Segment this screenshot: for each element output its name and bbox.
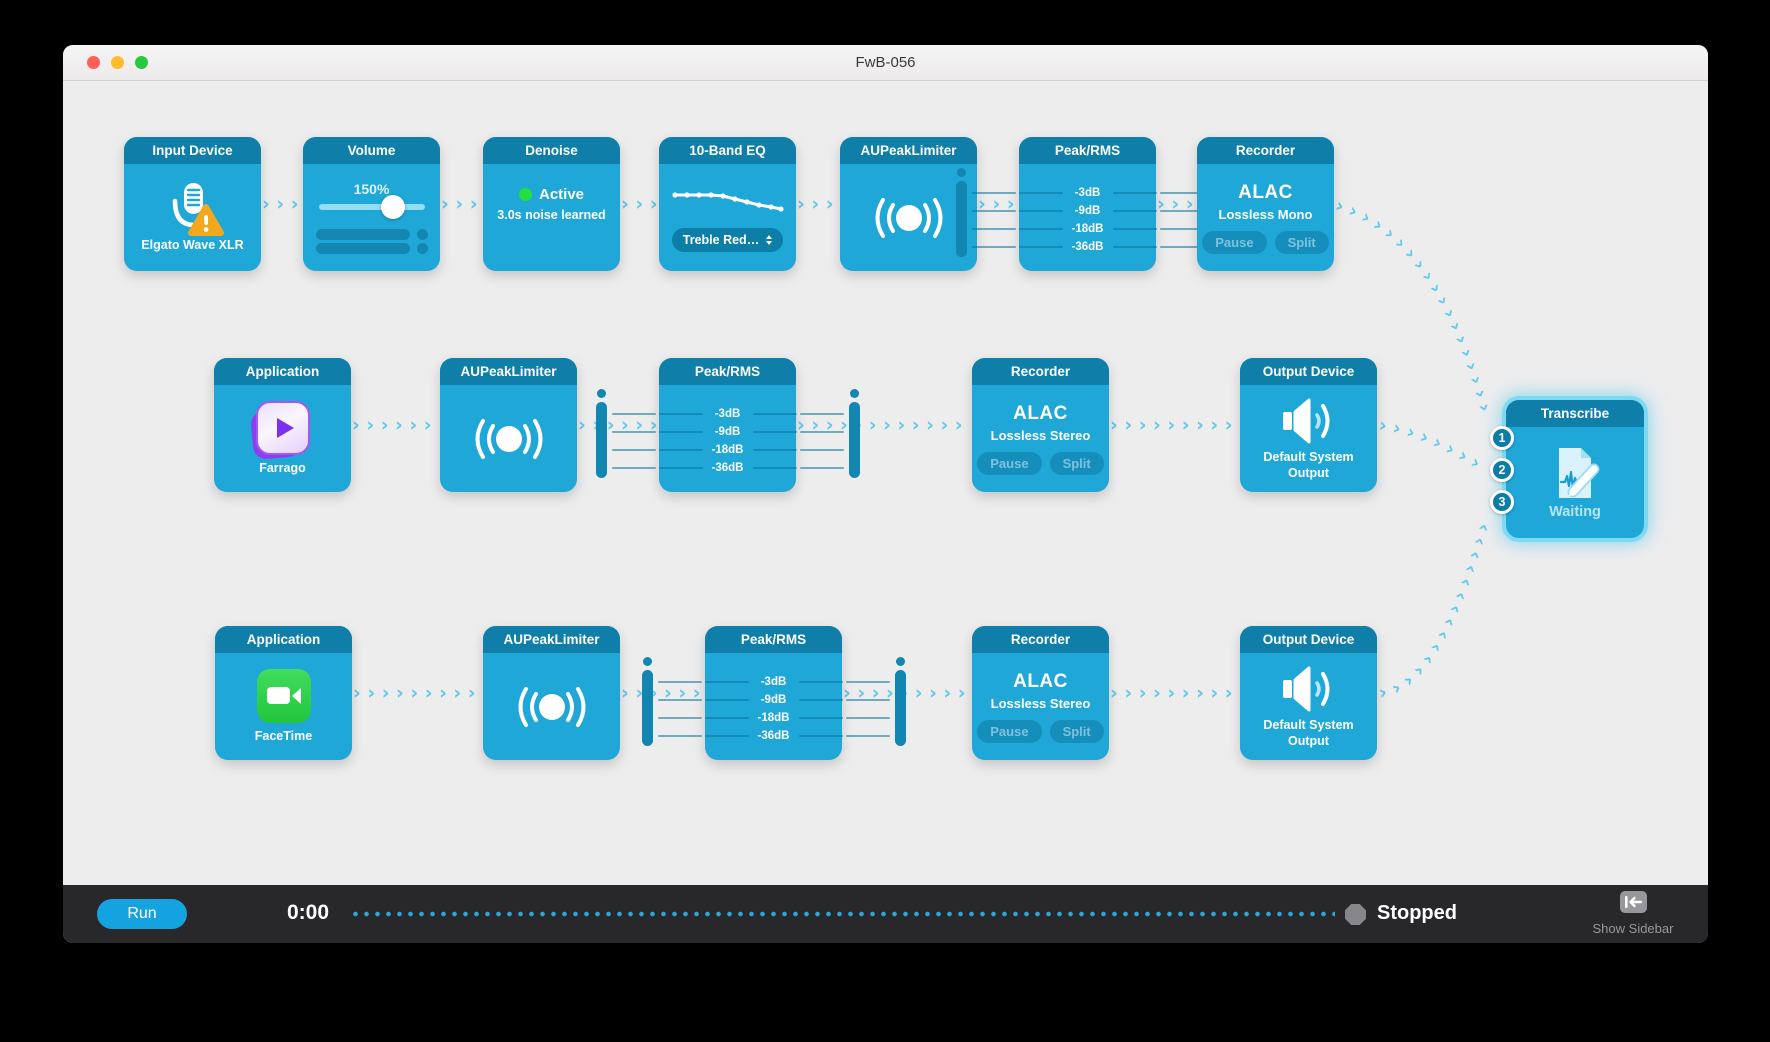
volume-meter-left [315,229,428,240]
denoise-detail: 3.0s noise learned [497,208,606,222]
show-sidebar-label: Show Sidebar [1592,921,1674,936]
node-header: Output Device [1240,626,1377,653]
limiter-icon [518,686,585,727]
title-bar: FwB-056 [63,45,1708,81]
level-meters: -3dB -9dB -18dB -36dB [955,164,1220,257]
pause-button[interactable]: Pause [1202,230,1267,254]
eq-preset-dropdown[interactable]: Treble Red… [671,228,784,252]
node-header: AUPeakLimiter [440,358,577,385]
node-peak-rms-2[interactable]: Peak/RMS -3dB -9dB -18dB -36dB [595,358,860,492]
input-device-name: Elgato Wave XLR [141,237,244,252]
node-header: Output Device [1240,358,1377,385]
output-device-name: Default System Output [1263,449,1354,480]
minimize-button[interactable] [111,56,124,69]
node-header: Peak/RMS [1019,137,1156,164]
node-header: Peak/RMS [705,626,842,653]
transport-bar: Run 0:00 Stopped Show Sidebar [63,885,1708,943]
recorder-mode: Lossless Stereo [990,427,1091,443]
active-status-dot [518,188,532,201]
level-meters: -3dB -9dB -18dB -36dB [595,385,860,478]
node-header: AUPeakLimiter [483,626,620,653]
node-volume[interactable]: Volume 150% [303,137,440,271]
node-header: Peak/RMS [659,358,796,385]
denoise-status: Active [538,186,585,203]
node-application-farrago[interactable]: Application Farrago [214,358,351,492]
window-title: FwB-056 [855,54,916,71]
node-header: AUPeakLimiter [840,137,977,164]
node-header: Transcribe [1506,400,1644,427]
application-name: Farrago [259,460,306,475]
node-header: Input Device [124,137,261,164]
run-button[interactable]: Run [97,899,187,929]
speaker-icon [1282,398,1329,444]
farrago-app-icon [249,400,310,460]
chevron-up-down-icon [766,235,773,245]
node-header: Application [215,626,352,653]
node-aupeaklimiter-3[interactable]: AUPeakLimiter [483,626,620,760]
speaker-icon [1282,666,1329,712]
recorder-format: ALAC [1238,181,1293,203]
application-name: FaceTime [254,728,313,743]
transcribe-input-port-1[interactable]: 1 [1490,426,1514,450]
node-header: Recorder [972,358,1109,385]
recorder-mode: Lossless Mono [1218,206,1313,222]
node-header: Denoise [483,137,620,164]
facetime-app-icon [256,668,311,723]
node-recorder-1[interactable]: Recorder ALAC Lossless Mono Pause Split [1197,137,1334,271]
node-header: Recorder [972,626,1109,653]
app-window: FwB-056 ››››››››››››››››››››››››››››››››… [63,45,1708,943]
node-application-facetime[interactable]: Application FaceTime [215,626,352,760]
transcribe-status: Waiting [1549,504,1601,520]
node-output-device-3[interactable]: Output Device Default System Output [1240,626,1377,760]
volume-slider-knob[interactable] [380,195,405,219]
close-button[interactable] [87,56,100,69]
output-device-name: Default System Output [1263,717,1354,748]
recorder-format: ALAC [1013,670,1068,692]
node-10-band-eq[interactable]: 10-Band EQ Treble Red… [659,137,796,271]
node-input-device[interactable]: Input Device Elgato Wave XLR [124,137,261,271]
node-output-device-2[interactable]: Output Device Default System Output [1240,358,1377,492]
sidebar-arrow-icon [1619,891,1647,913]
split-button[interactable]: Split [1049,451,1104,475]
volume-slider[interactable] [318,195,425,219]
status-label: Stopped [1377,902,1457,924]
node-header: Volume [303,137,440,164]
node-denoise[interactable]: Denoise Active 3.0s noise learned [483,137,620,271]
microphone-warning-icon [172,182,224,236]
node-header: Recorder [1197,137,1334,164]
level-meters: -3dB -9dB -18dB -36dB [641,653,906,746]
stopped-status-icon [1345,904,1366,925]
recorder-mode: Lossless Stereo [990,695,1091,711]
eq-preset-label: Treble Red… [682,233,760,247]
eq-curve-icon [671,192,784,212]
pause-button[interactable]: Pause [977,719,1042,743]
session-timeline [350,911,1335,917]
node-aupeaklimiter-2[interactable]: AUPeakLimiter [440,358,577,492]
node-recorder-2[interactable]: Recorder ALAC Lossless Stereo Pause Spli… [972,358,1109,492]
pause-button[interactable]: Pause [977,451,1042,475]
limiter-icon [875,197,942,238]
volume-value: 150% [353,181,390,197]
node-aupeaklimiter-1[interactable]: AUPeakLimiter [840,137,977,271]
transcribe-input-port-2[interactable]: 2 [1490,458,1514,482]
split-button[interactable]: Split [1049,719,1104,743]
zoom-button[interactable] [135,56,148,69]
volume-meter-right [315,243,428,254]
show-sidebar-control[interactable]: Show Sidebar [1583,891,1683,936]
split-button[interactable]: Split [1274,230,1329,254]
node-header: 10-Band EQ [659,137,796,164]
transcribe-input-port-3[interactable]: 3 [1490,490,1514,514]
node-header: Application [214,358,351,385]
recorder-format: ALAC [1013,402,1068,424]
node-peak-rms-1[interactable]: Peak/RMS -3dB -9dB -18dB -36dB [955,137,1220,271]
session-timer: 0:00 [286,901,330,924]
limiter-icon [475,418,542,459]
node-recorder-3[interactable]: Recorder ALAC Lossless Stereo Pause Spli… [972,626,1109,760]
transcribe-icon [1559,448,1600,498]
node-peak-rms-3[interactable]: Peak/RMS -3dB -9dB -18dB -36dB [641,626,906,760]
node-transcribe[interactable]: Transcribe Waiting [1506,400,1644,538]
